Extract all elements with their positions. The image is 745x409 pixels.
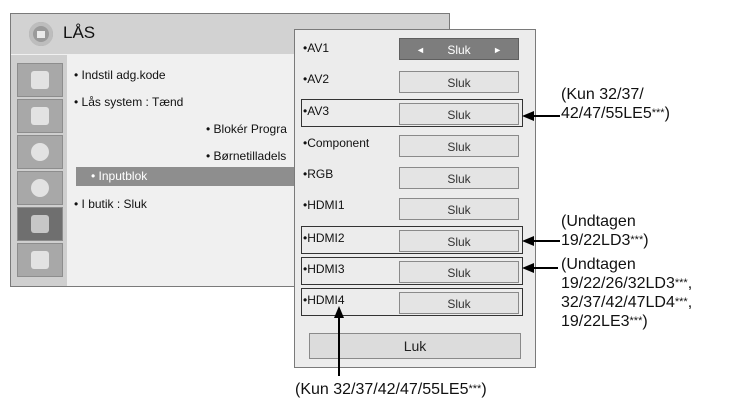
menu-item-input-block[interactable]: • Inputblok: [76, 167, 351, 186]
picture-icon[interactable]: [17, 63, 63, 97]
input-icon[interactable]: [17, 243, 63, 277]
arrow-right-icon[interactable]: ►: [493, 45, 502, 55]
menu-item-parental[interactable]: • Børnetilladels: [206, 149, 287, 163]
av1-value-button[interactable]: ◄ Sluk ►: [399, 38, 519, 60]
lock-icon[interactable]: [17, 207, 63, 241]
hdmi2-value-button[interactable]: Sluk: [399, 230, 519, 252]
av3-callout-line: [532, 115, 560, 117]
row-label-component: •Component: [303, 136, 370, 150]
row-label-hdmi2: •HDMI2: [303, 231, 345, 245]
hdmi3-value-button[interactable]: Sluk: [399, 261, 519, 283]
hdmi3-callout-line: [532, 267, 558, 269]
av2-value-button[interactable]: Sluk: [399, 71, 519, 93]
menu-item-block-program[interactable]: • Blokér Progra: [206, 122, 287, 136]
hdmi3-arrow-icon: [522, 263, 534, 273]
hdmi4-value-button[interactable]: Sluk: [399, 292, 519, 314]
av3-arrow-icon: [522, 111, 534, 121]
input-block-popup: •AV1 ◄ Sluk ► •AV2 Sluk •AV3 Sluk •Compo…: [294, 29, 536, 368]
audio-icon[interactable]: [17, 99, 63, 133]
menu-item-lock-system[interactable]: • Lås system : Tænd: [74, 95, 184, 109]
rgb-value-button[interactable]: Sluk: [399, 167, 519, 189]
note-hdmi2: (Undtagen 19/22LD3***): [561, 213, 649, 249]
row-label-rgb: •RGB: [303, 167, 334, 181]
hdmi2-callout-line: [532, 240, 560, 242]
av3-value-button[interactable]: Sluk: [399, 103, 519, 125]
menu-item-input-block-label: • Inputblok: [91, 169, 148, 183]
menu-title: LÅS: [63, 23, 96, 42]
row-label-av2: •AV2: [303, 72, 329, 86]
arrow-left-icon[interactable]: ◄: [416, 45, 425, 55]
row-label-hdmi3: •HDMI3: [303, 262, 345, 276]
hdmi4-callout-line: [338, 318, 340, 376]
note-av3: (Kun 32/37/ 42/47/55LE5***): [561, 86, 670, 122]
hdmi2-arrow-icon: [522, 236, 534, 246]
hdmi4-row-outline: [301, 288, 523, 316]
row-label-av1: •AV1: [303, 41, 329, 55]
hdmi4-arrow-icon: [334, 306, 344, 318]
row-label-hdmi4: •HDMI4: [303, 293, 345, 307]
row-label-hdmi1: •HDMI1: [303, 198, 345, 212]
row-label-av3: •AV3: [303, 104, 329, 118]
menu-sidebar: [11, 55, 67, 286]
lock-icon: [29, 22, 53, 46]
component-value-button[interactable]: Sluk: [399, 135, 519, 157]
option-icon[interactable]: [17, 171, 63, 205]
hdmi1-value-button[interactable]: Sluk: [399, 198, 519, 220]
note-hdmi3: (Undtagen 19/22/26/32LD3***, 32/37/42/47…: [561, 256, 693, 330]
menu-item-store-mode[interactable]: • I butik : Sluk: [74, 197, 147, 211]
menu-item-set-password[interactable]: • Indstil adg.kode: [74, 68, 166, 82]
time-icon[interactable]: [17, 135, 63, 169]
close-button[interactable]: Luk: [309, 333, 521, 359]
note-hdmi4: (Kun 32/37/42/47/55LE5***): [295, 381, 487, 398]
